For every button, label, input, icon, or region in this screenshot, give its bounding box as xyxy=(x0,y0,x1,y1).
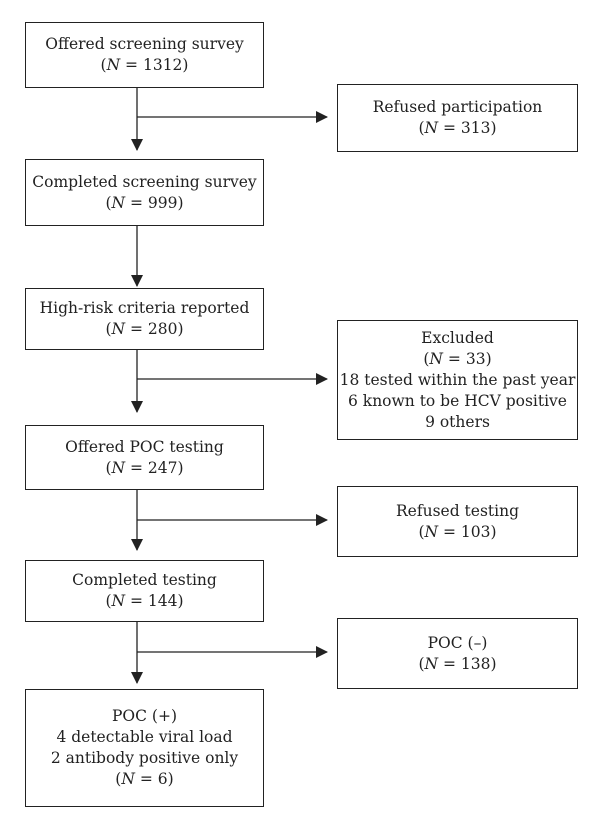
box-count: (N = 103) xyxy=(418,522,497,541)
box-title: Offered POC testing xyxy=(65,437,224,456)
box-high-risk-criteria: High-risk criteria reported (N = 280) xyxy=(25,288,264,350)
box-offered-poc-testing: Offered POC testing (N = 247) xyxy=(25,425,264,490)
box-title: Offered screening survey xyxy=(45,35,244,53)
box-detail: 2 antibody positive only xyxy=(50,749,239,767)
box-detail: 6 known to be HCV positive xyxy=(348,391,567,410)
box-title: High-risk criteria reported xyxy=(39,299,250,317)
box-title: Completed testing xyxy=(72,571,217,589)
box-title: Refused testing xyxy=(396,501,519,520)
box-count: (N = 247) xyxy=(105,458,184,477)
box-title: Refused participation xyxy=(372,98,543,116)
box-poc-negative: POC (–) (N = 138) xyxy=(337,618,578,689)
box-completed-screening-survey: Completed screening survey (N = 999) xyxy=(25,159,264,226)
box-offered-screening-survey: Offered screening survey (N = 1312) xyxy=(25,22,264,88)
box-count: (N = 999) xyxy=(105,193,184,212)
box-count: (N = 280) xyxy=(105,320,184,338)
box-count: (N = 313) xyxy=(418,119,497,137)
box-count: (N = 1312) xyxy=(100,56,189,74)
box-title: Excluded xyxy=(421,328,494,347)
box-count: (N = 138) xyxy=(418,654,497,673)
box-title: POC (+) xyxy=(111,707,177,725)
box-detail: 4 detectable viral load xyxy=(56,728,233,746)
box-title: POC (–) xyxy=(427,633,488,652)
box-refused-testing: Refused testing (N = 103) xyxy=(337,486,578,557)
box-title: Completed screening survey xyxy=(32,172,257,191)
box-count: (N = 33) xyxy=(423,349,492,368)
box-poc-positive: POC (+) 4 detectable viral load 2 antibo… xyxy=(25,689,264,807)
box-excluded: Excluded (N = 33) 18 tested within the p… xyxy=(337,320,578,440)
box-refused-participation: Refused participation (N = 313) xyxy=(337,84,578,152)
box-count: (N = 6) xyxy=(115,770,174,788)
box-detail: 9 others xyxy=(425,412,490,431)
box-count: (N = 144) xyxy=(105,592,184,610)
box-detail: 18 tested within the past year xyxy=(339,370,576,389)
box-completed-testing: Completed testing (N = 144) xyxy=(25,560,264,622)
